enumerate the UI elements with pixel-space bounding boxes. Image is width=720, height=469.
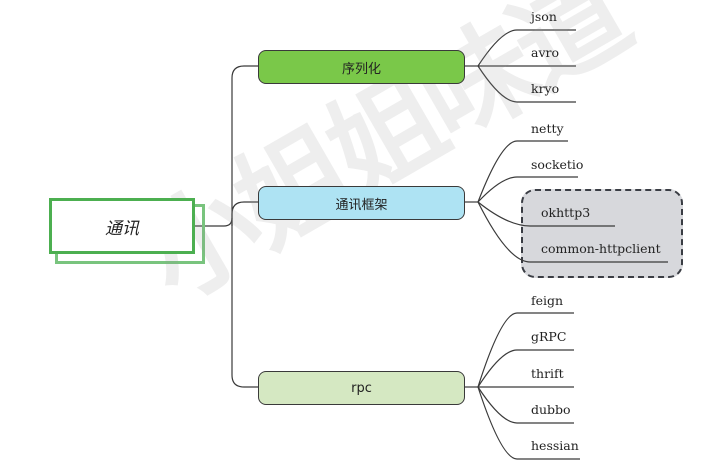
leaf-connector-2-4 (477, 386, 580, 460)
leaf-netty[interactable]: netty (531, 121, 564, 136)
leaf-grpc[interactable]: gRPC (531, 329, 567, 344)
leaf-socketio[interactable]: socketio (531, 157, 584, 172)
leaf-connector-1-3 (477, 201, 668, 263)
branch-node-serialization[interactable]: 序列化 (258, 50, 465, 84)
leaf-connector-2-3 (477, 386, 574, 424)
branch-node-comm-framework[interactable]: 通讯框架 (258, 186, 465, 220)
root-to-branch-connector-1 (231, 201, 258, 226)
root-to-branch-connector-0 (231, 65, 258, 226)
leaf-connector-2-0 (477, 312, 574, 388)
branch-node-rpc[interactable]: rpc (258, 371, 465, 405)
leaf-connector-2-1 (477, 349, 574, 388)
leaf-okhttp3[interactable]: okhttp3 (541, 205, 591, 220)
leaf-kryo[interactable]: kryo (531, 81, 560, 96)
leaf-connector-1-2 (477, 201, 615, 227)
leaf-connector-1-0 (477, 140, 568, 203)
leaf-hessian[interactable]: hessian (531, 438, 579, 453)
leaf-connector-1-1 (477, 176, 578, 203)
leaf-dubbo[interactable]: dubbo (531, 402, 571, 417)
leaf-common-httpclient[interactable]: common-httpclient (541, 241, 661, 256)
leaf-connector-0-2 (477, 65, 576, 103)
root-node[interactable]: 通讯 (49, 198, 195, 254)
leaf-connector-0-0 (477, 29, 576, 67)
highlight-group-box (521, 189, 683, 278)
leaf-avro[interactable]: avro (531, 45, 560, 60)
root-to-branch-connector-2 (231, 226, 258, 388)
leaf-thrift[interactable]: thrift (531, 366, 564, 381)
leaf-feign[interactable]: feign (531, 293, 564, 308)
leaf-json[interactable]: json (531, 9, 557, 24)
